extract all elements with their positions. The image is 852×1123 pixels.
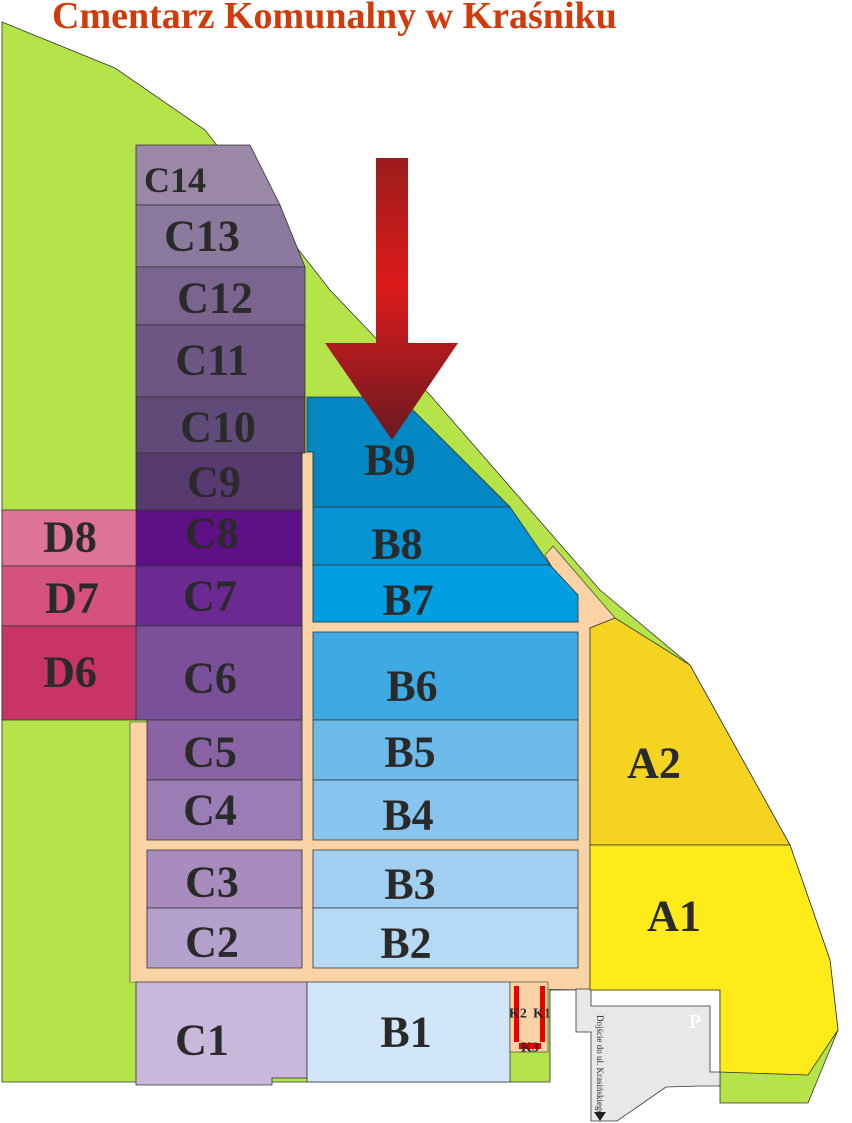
k2-marker xyxy=(514,986,519,1042)
k1-marker xyxy=(540,986,545,1042)
section-d6[interactable] xyxy=(1,625,137,721)
section-label-c2: C2 xyxy=(185,918,239,967)
k3-marker xyxy=(519,1043,541,1049)
section-a1[interactable] xyxy=(589,844,839,1076)
section-b7[interactable] xyxy=(312,564,579,623)
section-label-a2: A2 xyxy=(627,739,681,788)
exit-label: Dojście do ul. Krasińskiego xyxy=(595,1015,605,1115)
exit-arrow-icon xyxy=(594,1112,606,1121)
k2-label: K2 xyxy=(509,1007,527,1022)
map-title: Cmentarz Komunalny w Kraśniku xyxy=(52,0,617,37)
section-label-b3: B3 xyxy=(384,860,435,909)
section-label-b5: B5 xyxy=(384,728,435,777)
direction-arrow-icon xyxy=(325,158,458,440)
k3-label: K3 xyxy=(521,1041,539,1056)
section-label-c10: C10 xyxy=(180,403,256,452)
k1-label: K1 xyxy=(533,1007,551,1022)
section-label-c14: C14 xyxy=(144,160,206,200)
section-label-c13: C13 xyxy=(164,212,240,261)
section-a2[interactable] xyxy=(589,617,791,846)
section-label-c11: C11 xyxy=(175,336,248,385)
section-label-b4: B4 xyxy=(382,791,433,840)
section-label-d6: D6 xyxy=(43,648,97,697)
section-b8[interactable] xyxy=(312,506,551,566)
section-label-b2: B2 xyxy=(380,919,431,968)
section-label-d8: D8 xyxy=(43,513,97,562)
section-c2[interactable] xyxy=(146,907,303,969)
section-label-c8: C8 xyxy=(185,509,239,558)
section-label-b6: B6 xyxy=(386,662,437,711)
section-b2[interactable] xyxy=(312,907,579,969)
section-label-c1: C1 xyxy=(175,1016,229,1065)
section-label-c4: C4 xyxy=(183,786,237,835)
section-label-b9: B9 xyxy=(364,436,415,485)
section-label-c7: C7 xyxy=(183,572,237,621)
section-label-b1: B1 xyxy=(380,1008,431,1057)
section-label-a1: A1 xyxy=(647,892,701,941)
section-label-b7: B7 xyxy=(382,576,433,625)
section-b5[interactable] xyxy=(312,719,579,781)
section-b3[interactable] xyxy=(312,849,579,909)
parking-area xyxy=(575,988,721,1122)
parking-label: P xyxy=(689,1011,701,1033)
section-label-c6: C6 xyxy=(183,654,237,703)
section-b1[interactable] xyxy=(306,981,511,1083)
section-label-c9: C9 xyxy=(187,458,241,507)
section-b6[interactable] xyxy=(312,631,579,721)
section-c10[interactable] xyxy=(135,396,306,454)
section-label-c5: C5 xyxy=(183,728,237,777)
section-b4[interactable] xyxy=(312,779,579,841)
section-c4[interactable] xyxy=(146,779,303,841)
section-label-b8: B8 xyxy=(371,520,422,569)
section-label-d7: D7 xyxy=(45,574,99,623)
section-label-c12: C12 xyxy=(177,274,253,323)
section-label-c3: C3 xyxy=(185,858,239,907)
